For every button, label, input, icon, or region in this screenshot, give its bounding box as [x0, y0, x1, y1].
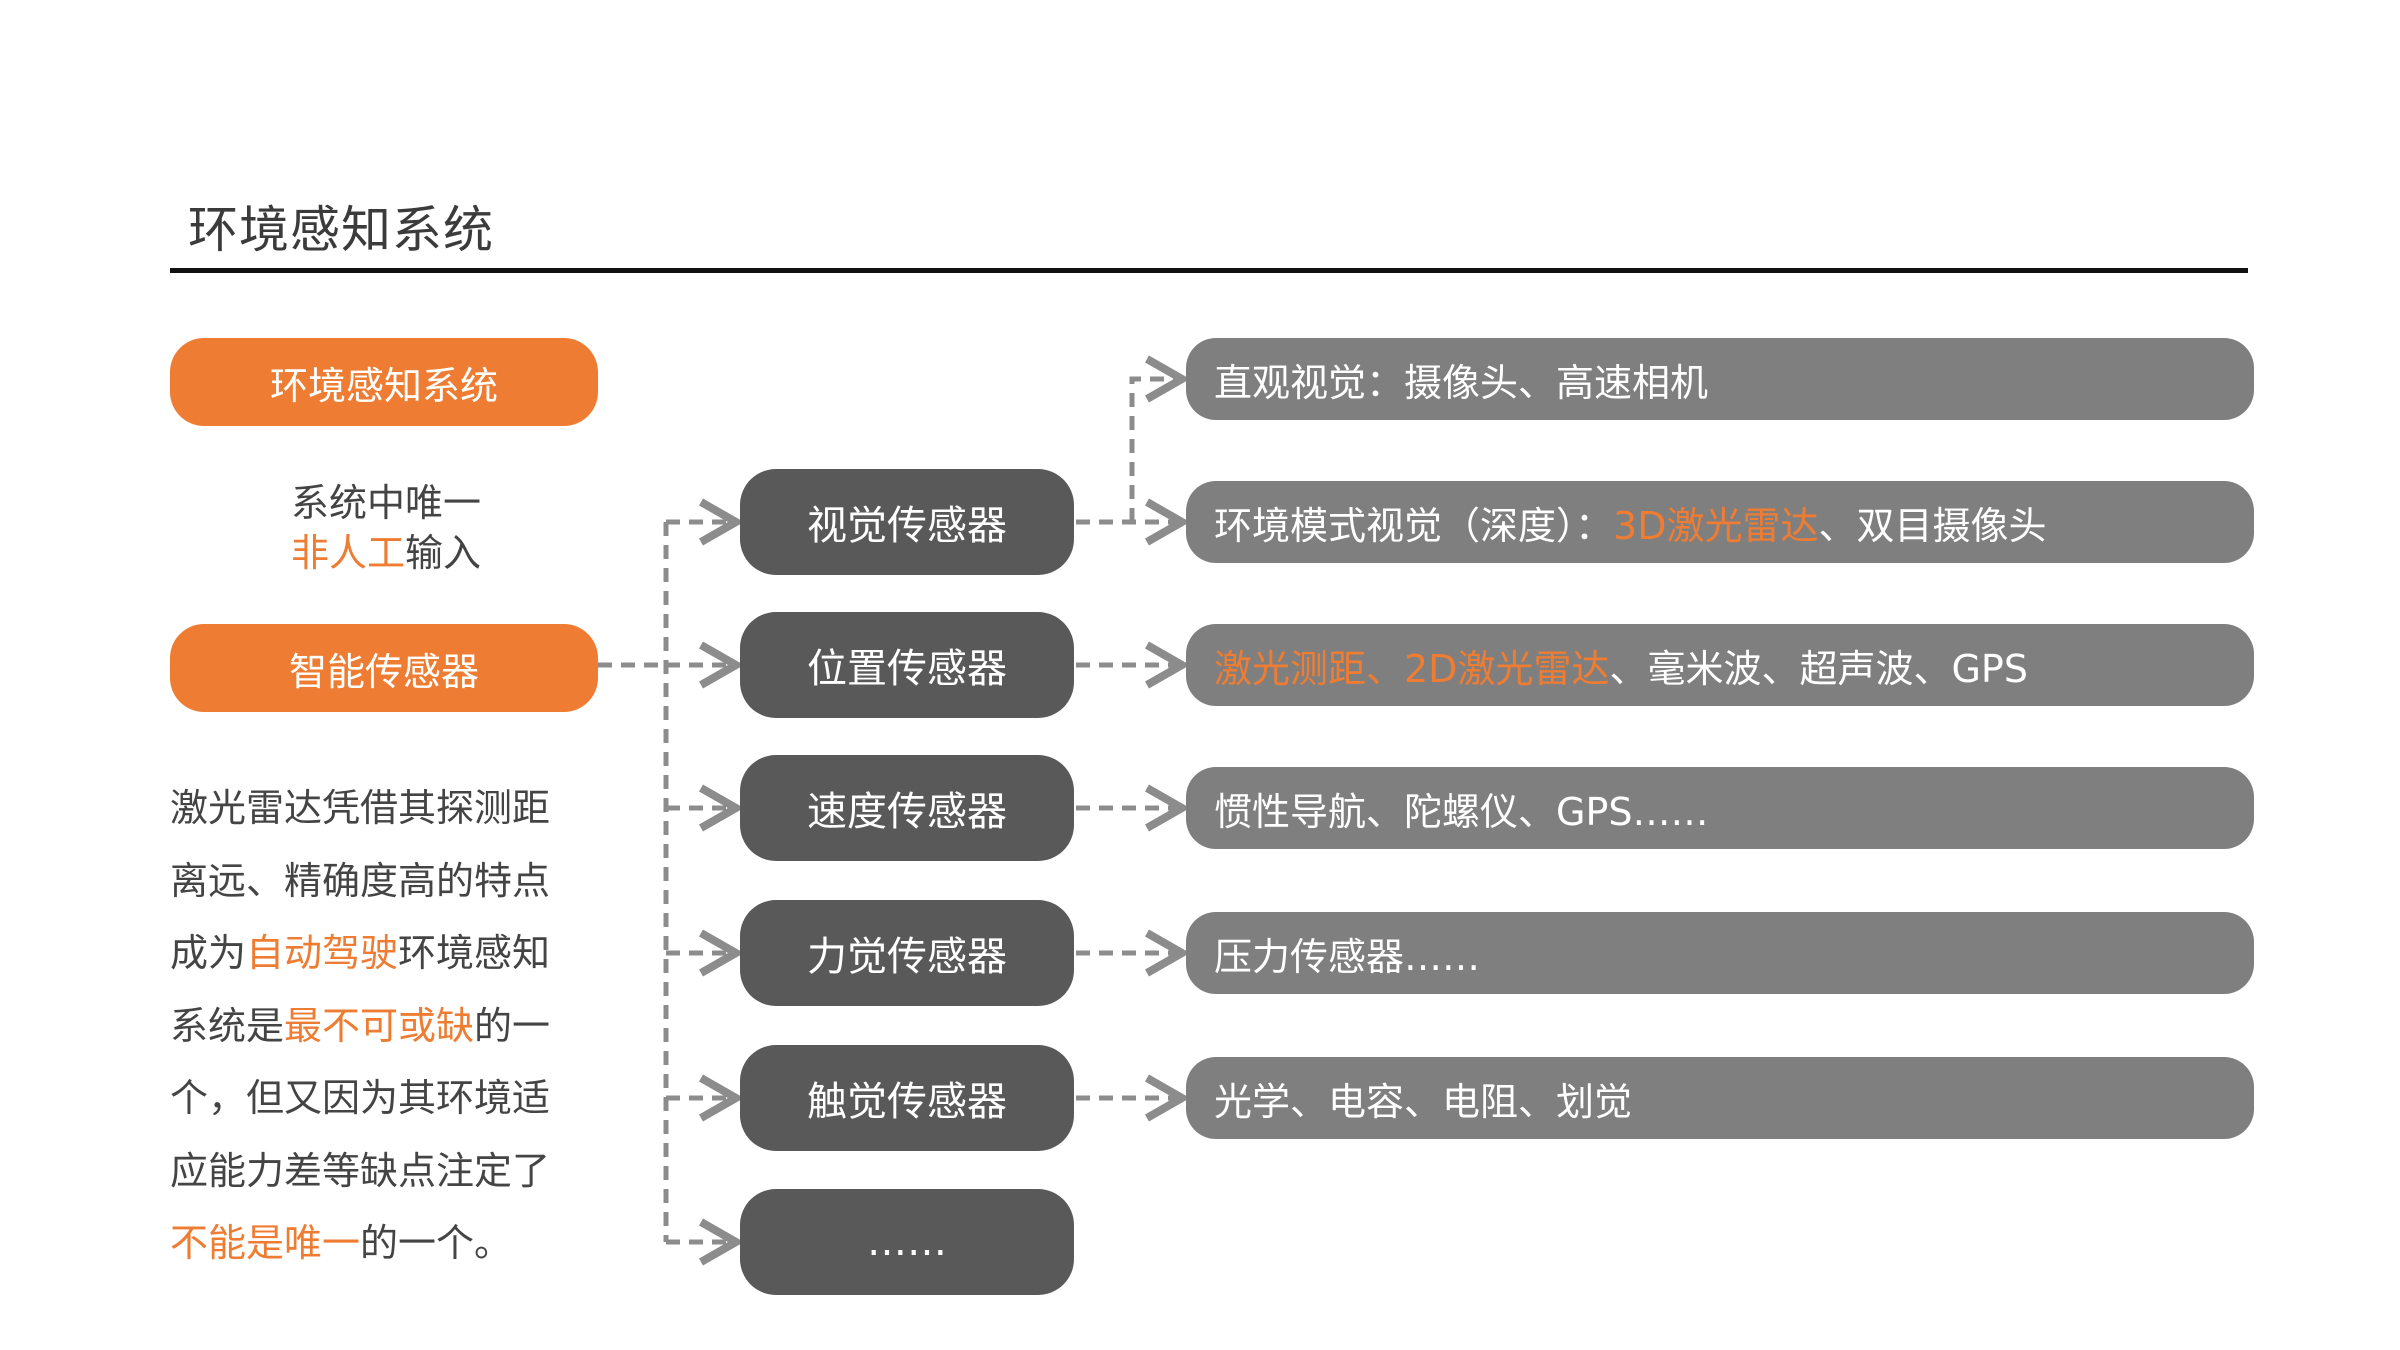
detail-highlight: 激光测距、2D激光雷达: [1214, 646, 1610, 691]
sensor-speed: 速度传感器: [740, 755, 1074, 861]
detail-speed: 惯性导航、陀螺仪、GPS……: [1186, 767, 2254, 849]
connector-vision-direct: [1129, 355, 1191, 522]
para-highlight: 最不可或缺: [284, 1003, 475, 1048]
page-title: 环境感知系统: [188, 201, 494, 259]
detail-text: 环境模式视觉（深度）：: [1214, 503, 1614, 548]
detail-force: 压力传感器……: [1186, 912, 2254, 994]
sensor-position: 位置传感器: [740, 612, 1074, 718]
para-text: 离远、精确度高的特点: [170, 858, 551, 903]
para-text: 个，但又因为其环境适: [170, 1076, 551, 1120]
para-line: 成为自动驾驶环境感知: [170, 917, 610, 990]
detail-highlight: 3D激光雷达: [1613, 503, 1819, 548]
title-divider: [170, 268, 2248, 273]
para-text: 系统是: [170, 1003, 285, 1048]
para-line: 不能是唯一的一个。: [170, 1207, 610, 1280]
detail-text: 、毫米波、超声波、GPS: [1609, 646, 2028, 691]
para-line: 离远、精确度高的特点: [170, 845, 610, 918]
para-highlight: 不能是唯一: [170, 1221, 361, 1265]
note-highlight: 非人工: [290, 531, 405, 575]
para-text: 环境感知: [398, 931, 551, 975]
detail-text: 惯性导航、陀螺仪、GPS……: [1214, 789, 1709, 834]
para-line: 激光雷达凭借其探测距: [170, 772, 610, 845]
sensor-label: ……: [867, 1219, 947, 1265]
sensor-force: 力觉传感器: [740, 900, 1074, 1006]
note-rest: 输入: [405, 531, 482, 575]
detail-touch: 光学、电容、电阻、划觉: [1186, 1057, 2254, 1139]
sensor-touch: 触觉传感器: [740, 1045, 1074, 1151]
sensor-vision: 视觉传感器: [740, 469, 1074, 575]
pill-environment-perception: 环境感知系统: [170, 338, 598, 426]
sensor-label: 位置传感器: [807, 646, 1007, 692]
sensor-more: ……: [740, 1189, 1074, 1295]
unique-input-note: 系统中唯一 非人工输入: [170, 478, 602, 578]
para-line: 应能力差等缺点注定了: [170, 1135, 610, 1208]
para-text: 应能力差等缺点注定了: [170, 1148, 551, 1193]
detail-direct-vision: 直观视觉：摄像头、高速相机: [1186, 338, 2254, 420]
detail-text: 直观视觉：摄像头、高速相机: [1214, 360, 1709, 405]
para-line: 系统是最不可或缺的一: [170, 990, 610, 1063]
sensor-label: 触觉传感器: [807, 1079, 1007, 1125]
pill-environment-perception-label: 环境感知系统: [269, 363, 498, 408]
sensor-label: 速度传感器: [807, 789, 1007, 835]
note-line-2: 非人工输入: [170, 528, 602, 578]
sensor-label: 视觉传感器: [807, 503, 1007, 549]
detail-text: 压力传感器……: [1214, 934, 1481, 979]
para-text: 成为: [170, 931, 247, 975]
detail-position: 激光测距、2D激光雷达、毫米波、超声波、GPS: [1186, 624, 2254, 706]
pill-smart-sensor: 智能传感器: [170, 624, 598, 712]
para-text: 激光雷达凭借其探测距: [170, 786, 551, 830]
lidar-description: 激光雷达凭借其探测距 离远、精确度高的特点 成为自动驾驶环境感知 系统是最不可或…: [170, 772, 610, 1280]
para-highlight: 自动驾驶: [246, 931, 399, 975]
sensor-label: 力觉传感器: [807, 934, 1007, 980]
para-line: 个，但又因为其环境适: [170, 1062, 610, 1135]
note-line-1: 系统中唯一: [290, 481, 481, 525]
para-text: 的一: [474, 1003, 551, 1048]
para-text: 的一个。: [360, 1221, 513, 1265]
detail-text: 光学、电容、电阻、划觉: [1214, 1079, 1633, 1124]
detail-depth-vision: 环境模式视觉（深度）：3D激光雷达、双目摄像头: [1186, 481, 2254, 563]
detail-text: 、双目摄像头: [1818, 503, 2047, 548]
pill-smart-sensor-label: 智能传感器: [288, 649, 479, 694]
